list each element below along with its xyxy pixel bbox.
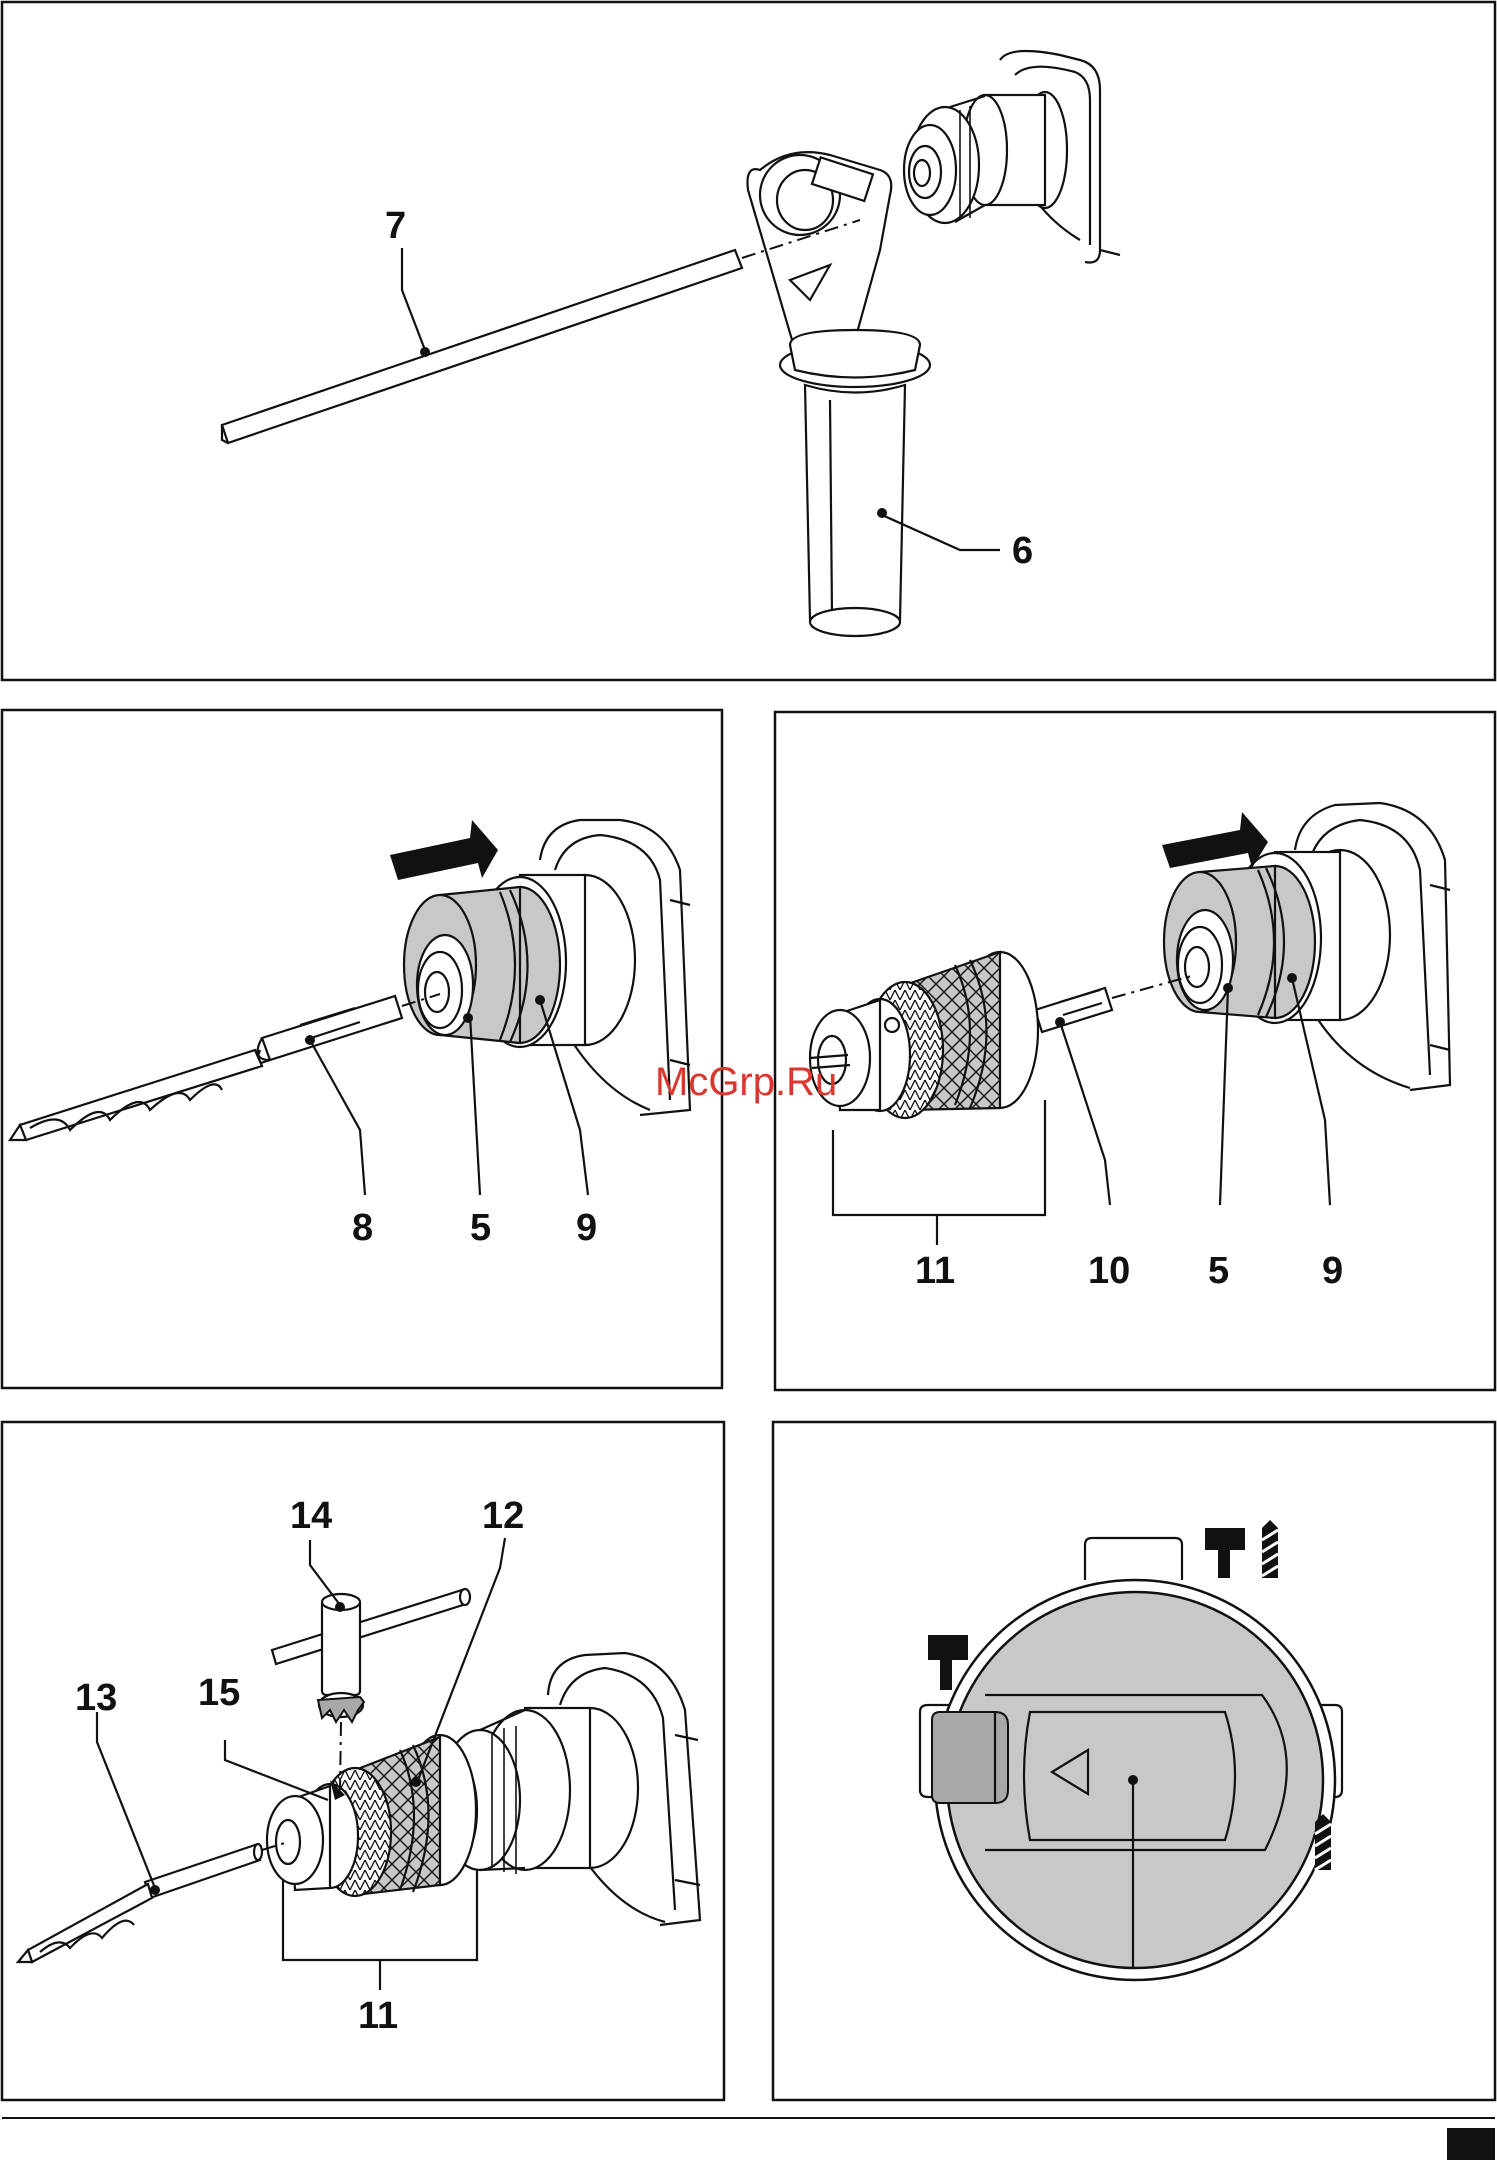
label-9: 9 xyxy=(1322,1250,1343,1292)
hammer-drill-icon xyxy=(1205,1520,1278,1578)
panel-sds-bit: 8 5 9 xyxy=(2,710,722,1388)
label-5: 5 xyxy=(470,1207,491,1249)
depth-rod xyxy=(222,220,860,443)
panel-mode-selector xyxy=(773,1422,1495,2100)
label-10: 10 xyxy=(1088,1250,1130,1292)
keyed-chuck xyxy=(267,1735,476,1896)
label-15: 15 xyxy=(198,1672,240,1714)
push-arrow-icon xyxy=(390,820,498,880)
label-11: 11 xyxy=(915,1250,955,1292)
label-5: 5 xyxy=(1208,1250,1229,1292)
label-12: 12 xyxy=(482,1495,524,1537)
push-arrow-icon xyxy=(1162,812,1268,868)
sds-drill-bit xyxy=(10,994,440,1140)
label-9: 9 xyxy=(576,1207,597,1249)
drill-body-top xyxy=(904,51,1120,263)
callout-7: 7 xyxy=(385,205,430,357)
drill-icon xyxy=(1315,1814,1331,1870)
label-13: 13 xyxy=(75,1677,117,1719)
label-6: 6 xyxy=(1012,530,1033,572)
label-8: 8 xyxy=(352,1207,373,1249)
mode-selector-knob[interactable] xyxy=(932,1712,1008,1803)
drill-bit xyxy=(18,1842,288,1962)
page-footer xyxy=(2,2118,1495,2160)
label-11: 11 xyxy=(358,1995,398,2037)
label-14: 14 xyxy=(290,1495,332,1537)
page-tab xyxy=(1447,2128,1495,2160)
panel-chuck-adaptor: 11 10 5 9 McGrp.Ru xyxy=(655,712,1495,1390)
label-7: 7 xyxy=(385,205,406,247)
panel-chuck-key: 14 12 13 15 11 xyxy=(2,1422,724,2100)
panel-side-handle: 7 6 xyxy=(2,2,1495,680)
keyed-chuck xyxy=(810,952,1038,1118)
watermark: McGrp.Ru xyxy=(655,1060,837,1104)
side-handle xyxy=(748,152,931,636)
